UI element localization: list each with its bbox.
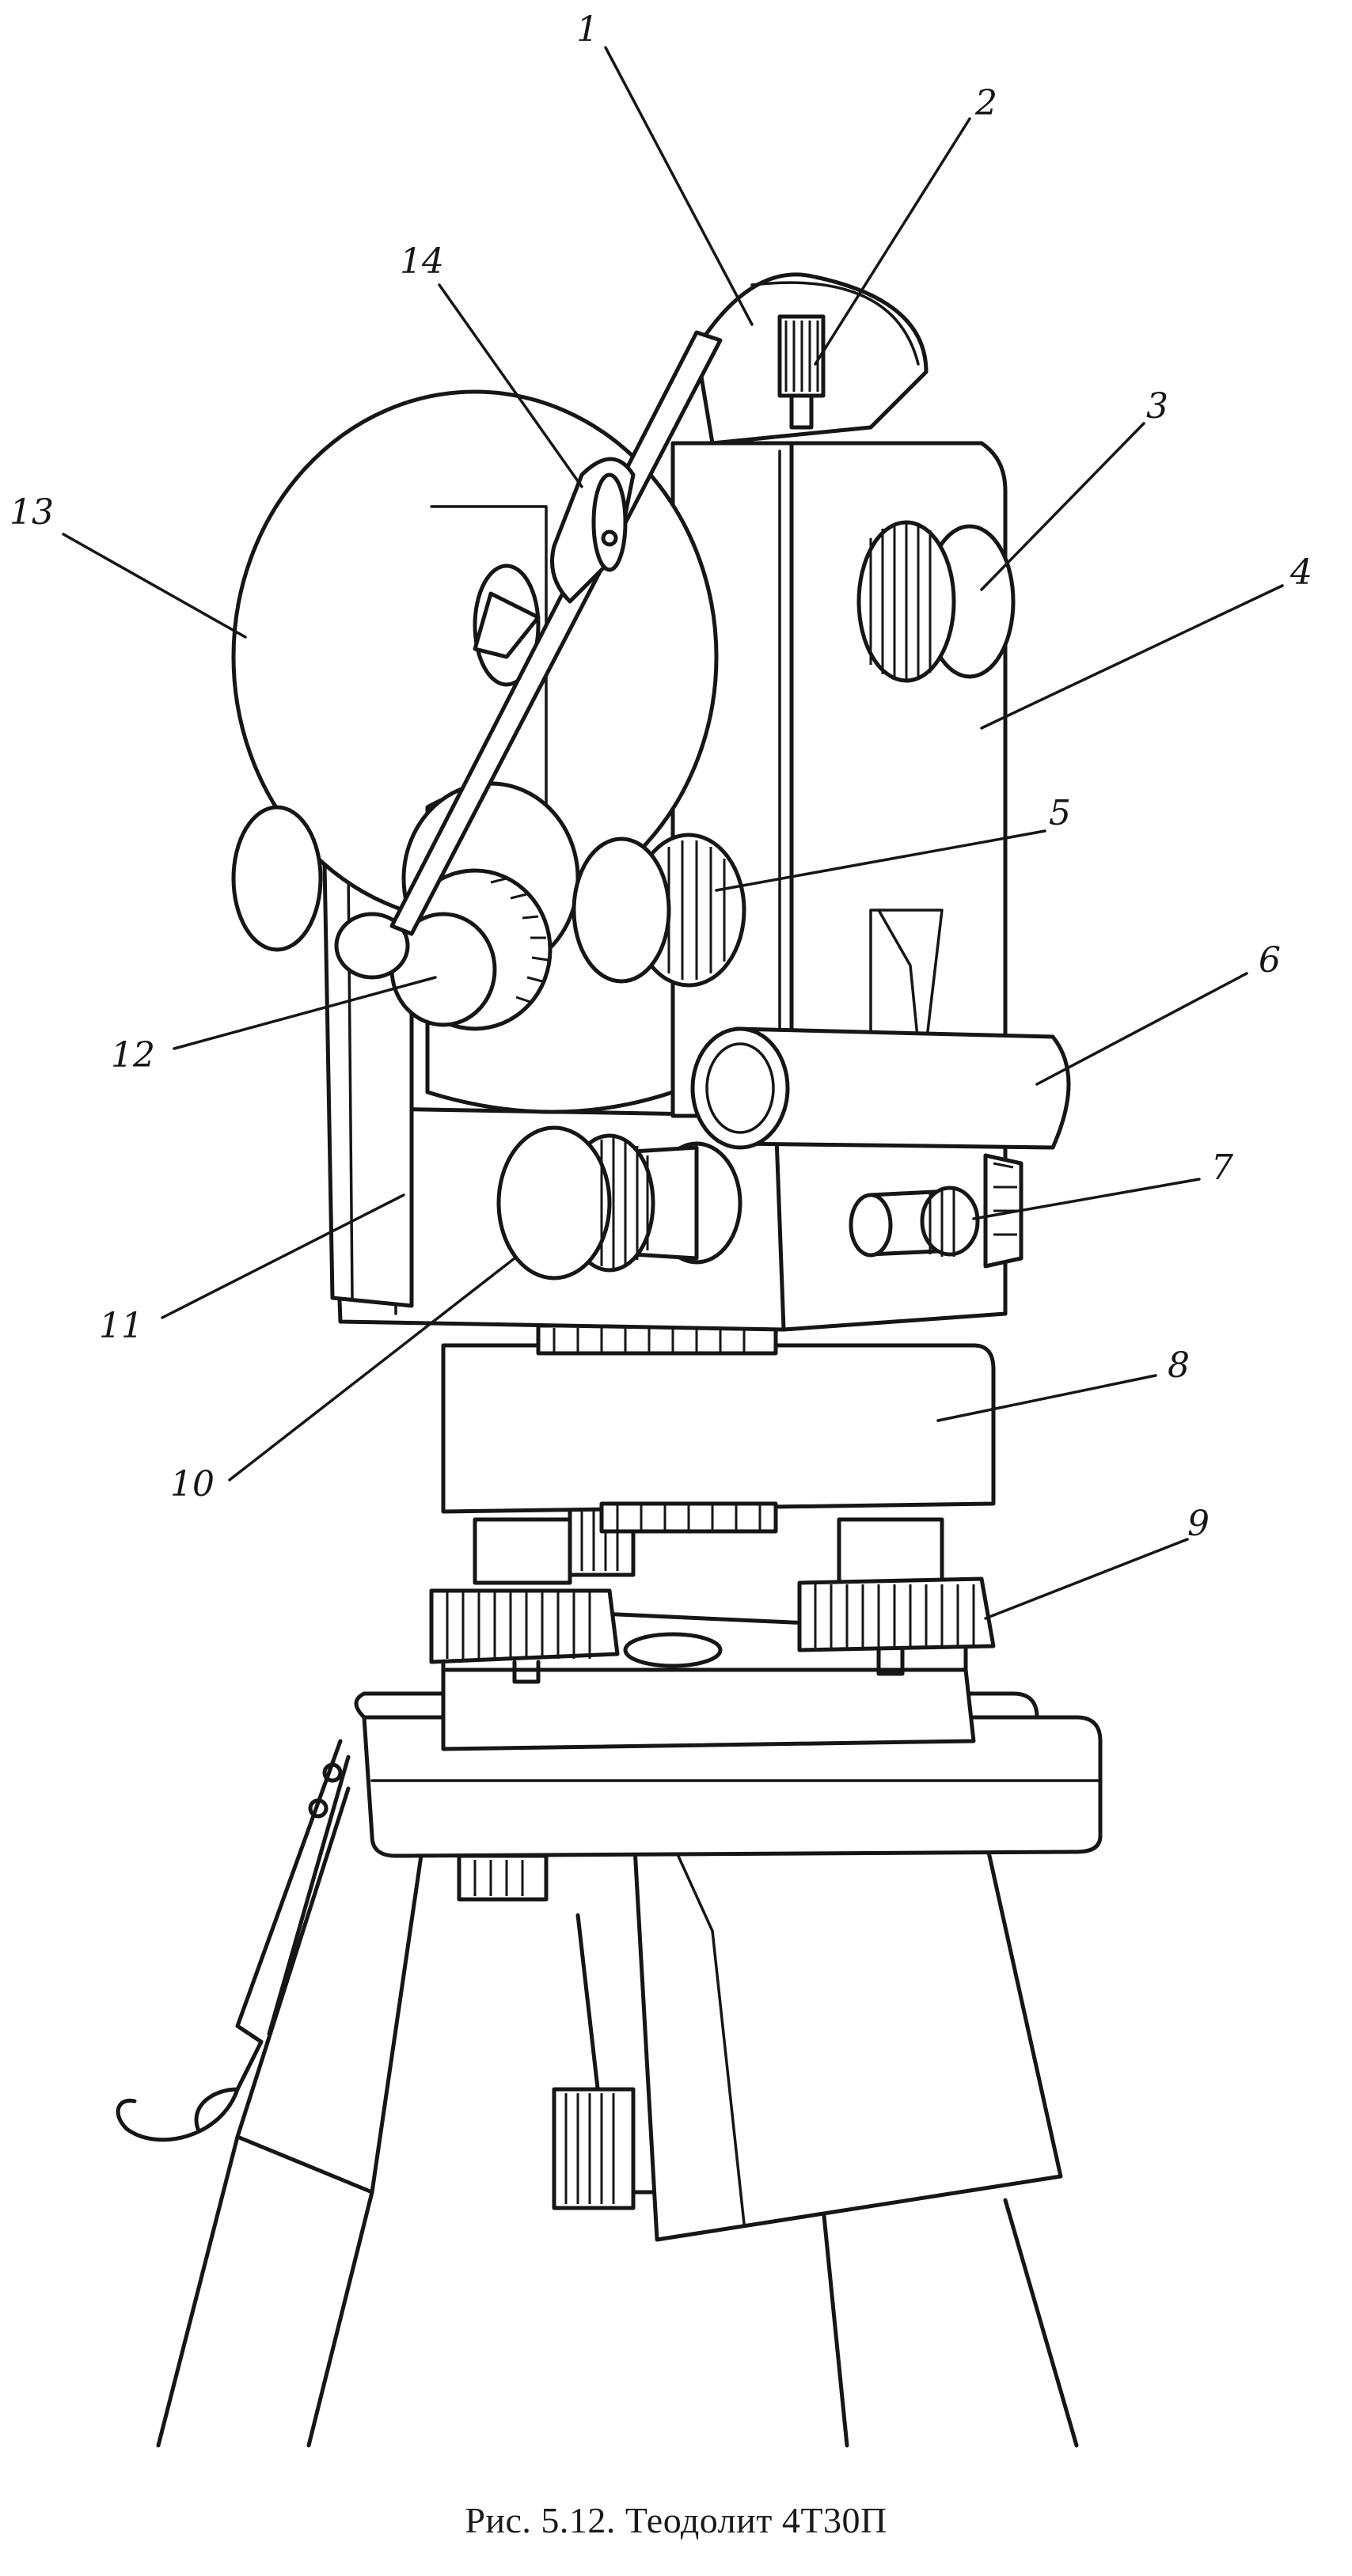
tripod <box>116 1691 1103 2448</box>
focusing-knob <box>856 520 1016 683</box>
leader-line-11 <box>161 1193 405 1319</box>
leader-line-3 <box>980 422 1145 591</box>
callout-14: 14 <box>400 241 444 282</box>
callout-labels: 1 2 3 4 5 6 7 8 9 10 11 12 13 14 <box>9 9 1312 1544</box>
horizontal-drive-knob <box>496 1125 742 1280</box>
callout-10: 10 <box>170 1464 215 1504</box>
levelling-screw-left <box>429 1517 620 1684</box>
tripod-center-clamp <box>552 2087 636 2210</box>
leader-line-9 <box>984 1538 1189 1620</box>
callout-13: 13 <box>9 492 54 533</box>
plate-level-tube <box>690 1026 1071 1150</box>
tripod-head-plate <box>354 1691 1103 1902</box>
leader-line-4 <box>980 584 1284 730</box>
callout-12: 12 <box>111 1035 155 1076</box>
callout-11: 11 <box>99 1306 143 1346</box>
leader-line-6 <box>1035 972 1248 1086</box>
callout-7: 7 <box>1211 1148 1233 1188</box>
callout-8: 8 <box>1168 1345 1190 1386</box>
leader-line-5 <box>715 829 1046 892</box>
leader-lines <box>62 46 1284 1620</box>
leader-line-7 <box>972 1178 1201 1220</box>
leader-line-13 <box>62 533 247 639</box>
leader-line-12 <box>173 976 437 1050</box>
callout-4: 4 <box>1289 552 1312 593</box>
callout-6: 6 <box>1259 940 1281 981</box>
tribrach <box>429 1323 996 1751</box>
leader-line-2 <box>814 117 971 366</box>
tribrach-housing <box>441 1323 996 1534</box>
tripod-hinge-bracket <box>116 1739 351 2142</box>
callout-3: 3 <box>1146 386 1168 427</box>
callout-1: 1 <box>576 9 598 50</box>
leader-line-14 <box>438 283 583 488</box>
optical-sight <box>389 330 723 936</box>
callout-5: 5 <box>1049 793 1071 833</box>
horizontal-tangent-screw <box>849 1153 1023 1269</box>
leader-line-10 <box>228 1257 516 1481</box>
callout-2: 2 <box>974 83 997 123</box>
tripod-leg-cover-flap <box>631 1818 1063 2242</box>
leader-line-8 <box>936 1374 1157 1422</box>
figure-caption: Рис. 5.12. Теодолит 4Т30П <box>465 2500 887 2540</box>
tripod-left-leg <box>156 1786 430 2448</box>
leader-line-1 <box>604 46 754 326</box>
top-carrying-handle <box>694 272 929 446</box>
vertical-clamp-knob <box>572 833 746 988</box>
levelling-screw-right <box>797 1517 996 1676</box>
callout-9: 9 <box>1187 1504 1210 1544</box>
eyepiece-cap-left <box>334 912 410 980</box>
